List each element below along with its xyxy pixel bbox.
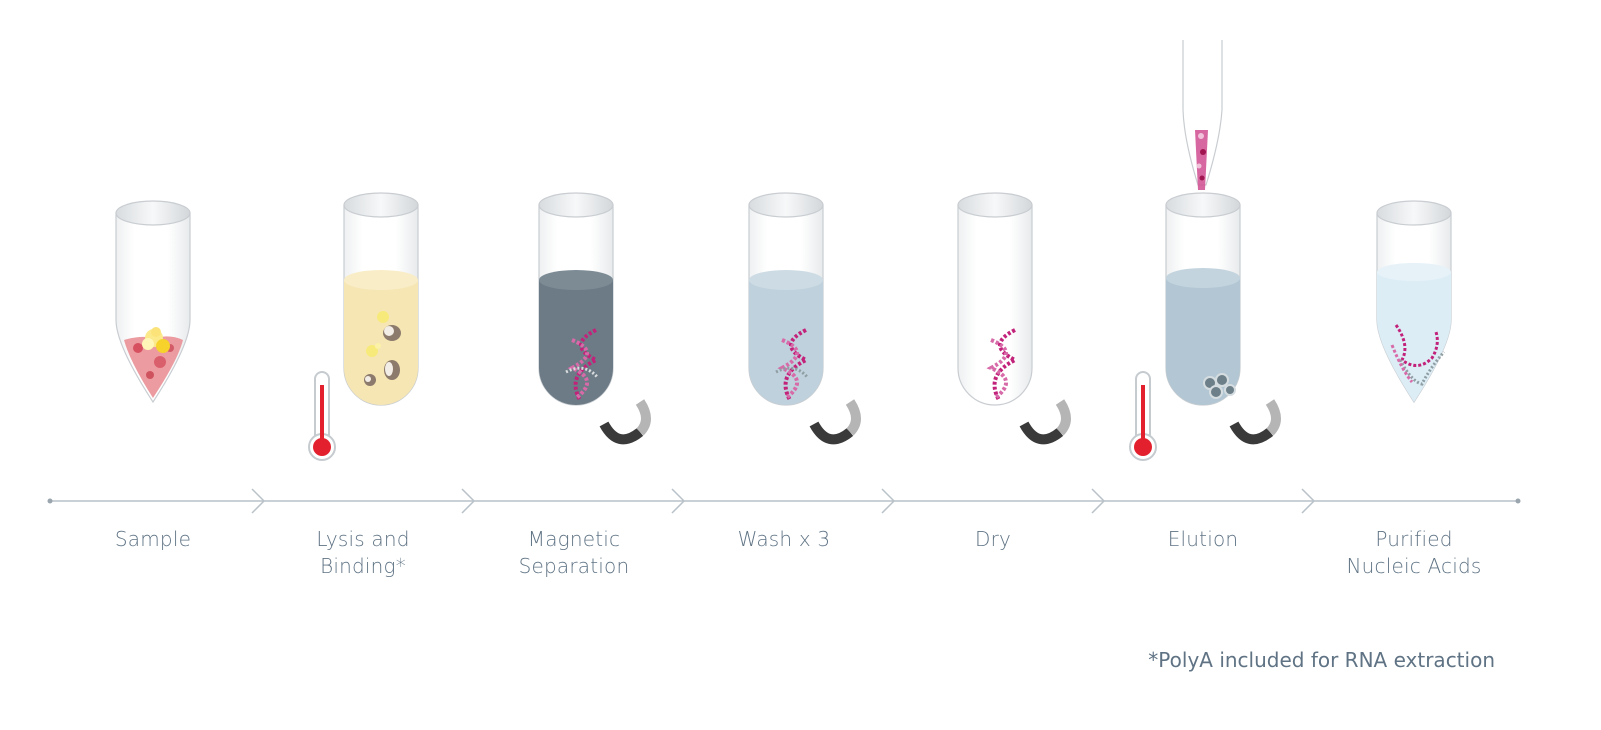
dna-icon bbox=[1390, 324, 1446, 386]
timeline-arrow-2 bbox=[461, 488, 476, 514]
pipette-icon bbox=[1182, 40, 1223, 190]
step-label-dry: Dry bbox=[974, 527, 1012, 551]
magnetic-tube-icon bbox=[538, 192, 614, 406]
dna-icon bbox=[565, 328, 601, 401]
step-label-magnetic-separation: Magnetic Separation bbox=[518, 527, 630, 578]
footnote: *PolyA included for RNA extraction bbox=[1148, 648, 1495, 672]
sample-tube-icon bbox=[115, 200, 191, 404]
step-label-lysis: Lysis and Binding* bbox=[316, 527, 410, 578]
wash-tube-icon bbox=[748, 192, 824, 406]
elution-tube-icon bbox=[1165, 192, 1241, 406]
dna-icon bbox=[775, 328, 811, 401]
thermometer-icon bbox=[1129, 371, 1157, 461]
step-label-purified: Purified Nucleic Acids bbox=[1346, 527, 1482, 578]
thermometer-icon bbox=[308, 371, 336, 461]
magnet-icon bbox=[599, 399, 651, 445]
magnet-icon bbox=[1019, 399, 1071, 445]
dry-tube-icon bbox=[957, 192, 1033, 406]
bead-icon bbox=[1203, 373, 1236, 399]
timeline bbox=[47, 488, 1521, 514]
timeline-arrow-5 bbox=[1091, 488, 1106, 514]
timeline-arrow-1 bbox=[251, 488, 266, 514]
step-label-sample: Sample bbox=[114, 527, 192, 551]
timeline-arrow-4 bbox=[881, 488, 896, 514]
timeline-arrow-6 bbox=[1301, 488, 1316, 514]
step-label-elution: Elution bbox=[1167, 527, 1239, 551]
lysis-tube-icon bbox=[343, 192, 419, 406]
dna-icon bbox=[986, 328, 1020, 401]
step-label-wash: Wash x 3 bbox=[737, 527, 831, 551]
magnet-icon bbox=[1229, 399, 1281, 445]
magnet-icon bbox=[809, 399, 861, 445]
purified-tube-icon bbox=[1376, 200, 1452, 404]
timeline-arrow-3 bbox=[671, 488, 686, 514]
